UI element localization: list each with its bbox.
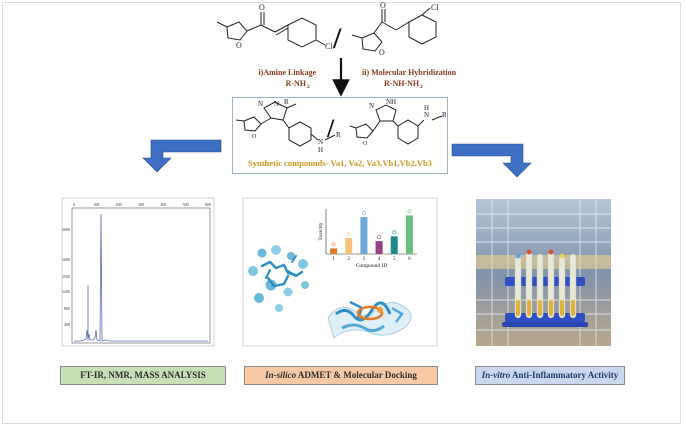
figure-frame (2, 2, 681, 424)
step1-reagent-subscript: 2 (307, 84, 310, 90)
spectrum-x-tick-label: 500 (183, 202, 189, 207)
spectrum-x-ticks: 0 100 200 300 400 500 600 (73, 202, 211, 207)
chart-bar-molecule-icon (407, 209, 412, 214)
synthetic-compounds-box (232, 97, 448, 174)
protein-docking-graphic (327, 300, 412, 339)
chart-x-label: Compound ID (356, 263, 388, 269)
chart-bar-molecule-icon (331, 242, 336, 247)
step1-label: i)Amine Linkage (258, 68, 316, 77)
atom-n-b2: N (424, 111, 429, 119)
atom-o-a: O (252, 134, 257, 140)
product-separator: / (326, 114, 335, 143)
chart-bar (375, 241, 383, 254)
atom-h-b: H (424, 104, 429, 112)
spectrum-y-ticks: 2000 1600 1500 1200 800 400 (62, 227, 70, 327)
atom-r-a2: R (336, 131, 341, 139)
atom-n-a2: N (274, 100, 279, 108)
atom-n-b1: N (369, 102, 374, 110)
synthetic-compounds-title: Synthetic compounds- Va1, Va2, Va3,Vb1,V… (248, 158, 432, 168)
atom-o-4: O (380, 1, 386, 10)
atom-cl-2: Cl (431, 3, 439, 12)
chart-x-tick-label: 1 (332, 257, 335, 262)
chart-bar-molecule-icon (346, 232, 351, 236)
reactant-para-chloro-chalcone (216, 12, 326, 48)
step1-reagent: R-NH (286, 79, 307, 88)
caption-analysis-text: FT-IR, NMR, MASS ANALYSIS (80, 370, 206, 380)
right-flow-arrow (451, 143, 532, 178)
chart-x-tick-label: 2 (348, 257, 351, 262)
atom-nh-b: NH (386, 98, 396, 106)
chart-bar (360, 217, 368, 254)
atom-r-a1: R (284, 98, 289, 106)
spectrum-x-tick-label: 400 (160, 202, 166, 207)
chart-x-tick-label: 3 (363, 257, 366, 262)
spectrum-x-tick-label: 100 (93, 202, 99, 207)
molecule-cluster-graphic (248, 245, 309, 312)
invitro-photo (476, 199, 611, 346)
atom-h-a: H (318, 146, 323, 154)
chart-bar (330, 248, 338, 254)
atom-n-a3: N (318, 138, 323, 146)
chart-bar (390, 236, 398, 254)
chart-bar (345, 237, 353, 254)
left-flow-arrow (142, 139, 222, 173)
atom-o-b: O (363, 141, 368, 147)
spectrum-x-tick-label: 300 (138, 202, 144, 207)
spectrum-y-tick-label: 1500 (62, 274, 70, 279)
chart-bar-molecule-icon (392, 230, 397, 235)
step2-reagent: R-NH-NH (384, 79, 420, 88)
chart-y-label: Toxicity (318, 222, 324, 241)
spectrum-y-tick-label: 2000 (62, 227, 70, 232)
caption-analysis: FT-IR, NMR, MASS ANALYSIS (60, 366, 226, 385)
chart-bar-molecule-icon (362, 211, 366, 215)
spectrum-trace (74, 213, 208, 342)
reactant-separator: / (332, 22, 342, 55)
caption-insilico-italic: In-silico (265, 370, 297, 380)
spectrum-panel (61, 197, 215, 347)
caption-insilico-rest: ADMET & Molecular Docking (296, 370, 417, 380)
caption-invitro-rest: Anti-Inflammatory Activity (510, 370, 619, 380)
atom-r-b: R (442, 111, 447, 119)
spectrum-y-tick-label: 400 (64, 322, 70, 327)
step2-label: ii) Molecular Hybridization (362, 68, 457, 77)
atom-n-a1: N (258, 100, 263, 108)
caption-invitro-italic: In-vitro (481, 370, 511, 380)
product-pyrazoline-b (349, 104, 443, 145)
atom-cl-1: Cl (325, 42, 333, 51)
chart-bar-molecule-icon (377, 235, 381, 240)
atom-o-3: O (379, 48, 385, 57)
chart-x-tick-label: 5 (393, 257, 396, 262)
step2-reagent-subscript: 2 (420, 84, 423, 90)
spectrum-x-tick-label: 0 (73, 202, 75, 207)
product-pyrazoline-a (235, 101, 336, 147)
spectrum-y-tick-label: 1200 (62, 289, 70, 294)
chart-x-tick-label: 4 (378, 257, 381, 262)
caption-insilico: In-silico ADMET & Molecular Docking (244, 366, 438, 385)
spectrum-x-tick-label: 200 (116, 202, 122, 207)
chart-bar (405, 215, 413, 254)
spectrum-y-tick-label: 800 (64, 306, 70, 311)
spectrum-x-tick-label: 600 (205, 202, 211, 207)
atom-o-2: O (259, 3, 265, 12)
atom-o-1: O (236, 41, 242, 50)
spectrum-y-tick-label: 1600 (62, 257, 70, 262)
caption-invitro: In-vitro Anti-Inflammatory Activity (475, 366, 625, 385)
insilico-panel (242, 197, 438, 347)
reactant-ortho-chloro-chalcone (351, 7, 437, 52)
chart-x-tick-label: 6 (408, 257, 411, 262)
